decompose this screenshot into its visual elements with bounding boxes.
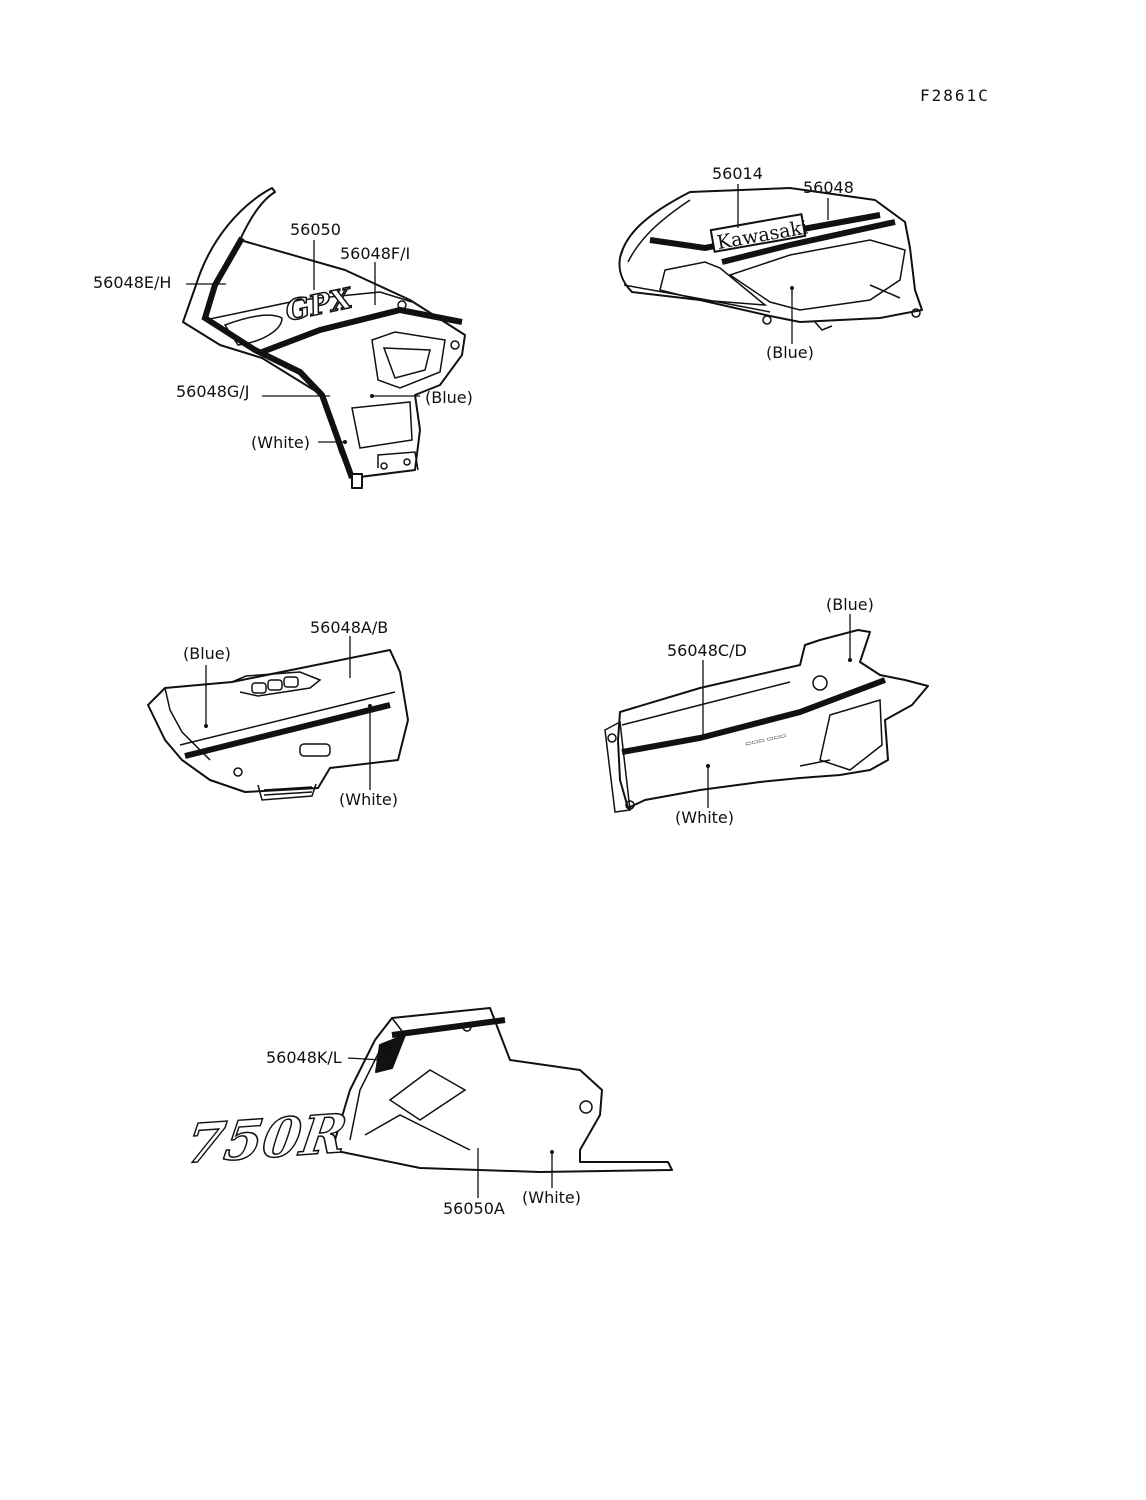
fuel-tank: Kawasaki <box>618 184 923 344</box>
label-left-cover-color-white: (White) <box>339 790 399 809</box>
label-fairing-color-blue: (Blue) <box>425 388 473 407</box>
left-side-cover <box>147 636 409 801</box>
label-fairing-color-white: (White) <box>251 433 311 452</box>
label-left-cover-stripe-56048a-b: 56048A/B <box>310 618 389 637</box>
figure-id: F2861C <box>920 86 990 105</box>
label-tank-emblem-56014: 56014 <box>712 164 763 183</box>
label-fairing-stripe-56048f-i: 56048F/I <box>340 244 411 263</box>
label-tank-color-blue: (Blue) <box>766 343 814 362</box>
label-lower-cowl-decal-56050a: 56050A <box>443 1199 505 1218</box>
right-side-cover: ▭▭▭ ▭▭▭ <box>604 614 929 813</box>
label-left-cover-color-blue: (Blue) <box>183 644 231 663</box>
label-lower-cowl-stripe-56048k-l: 56048K/L <box>266 1048 342 1067</box>
label-fairing-stripe-56048g-j: 56048G/J <box>176 382 250 401</box>
label-right-cover-color-white: (White) <box>675 808 735 827</box>
label-tank-stripe-56048: 56048 <box>803 178 854 197</box>
label-right-cover-color-blue: (Blue) <box>826 595 874 614</box>
label-right-cover-stripe-56048c-d: 56048C/D <box>667 641 747 660</box>
750r-decal-text: 750R <box>182 1102 351 1176</box>
lower-cowl: 750R <box>182 1007 673 1198</box>
label-fairing-stripe-56048e-h: 56048E/H <box>93 273 172 292</box>
label-fairing-decal-56050: 56050 <box>290 220 341 239</box>
label-lower-cowl-color-white: (White) <box>522 1188 582 1207</box>
upper-fairing: GPX <box>182 187 466 489</box>
